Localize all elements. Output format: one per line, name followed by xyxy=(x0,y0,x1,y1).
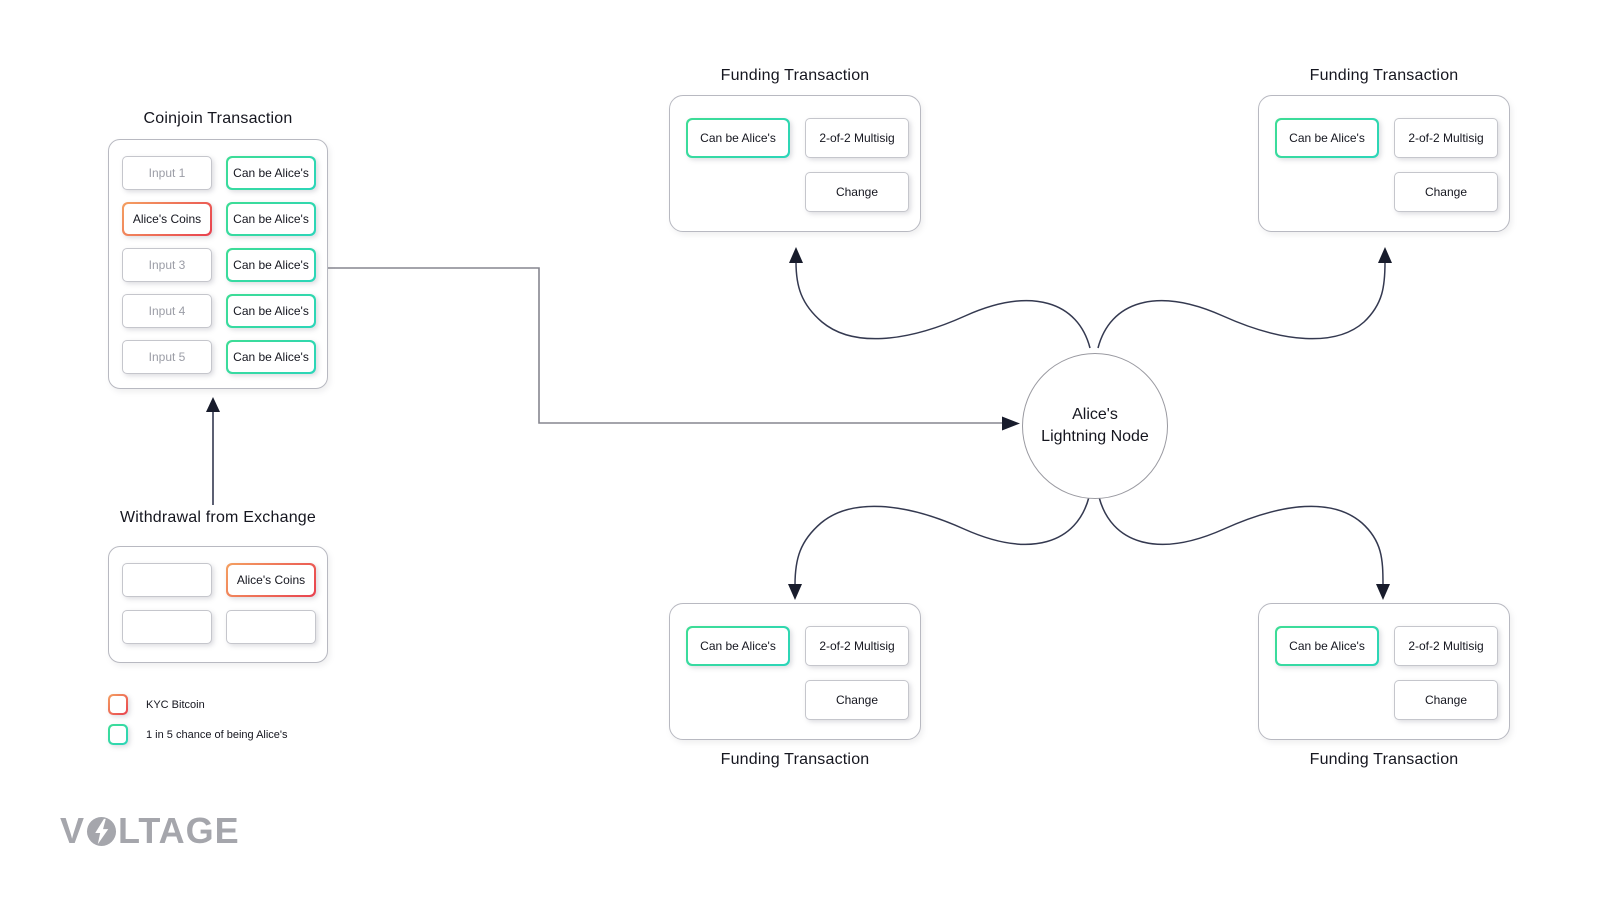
coinjoin-output-2: Can be Alice's xyxy=(226,202,316,236)
funding-bottom-left-panel: Can be Alice's 2-of-2 Multisig Change xyxy=(669,603,921,740)
voltage-logo: V LTAGE xyxy=(60,810,240,852)
arrowhead-right-node xyxy=(1002,416,1020,431)
node-to-funding-bottom-left-curve xyxy=(794,496,1090,586)
funding-tl-change: Change xyxy=(805,172,909,212)
funding-br-can-be-alices: Can be Alice's xyxy=(1275,626,1379,666)
alices-lightning-node: Alice's Lightning Node xyxy=(1022,353,1168,499)
voltage-logo-bolt-icon xyxy=(86,816,117,846)
coinjoin-output-4-label: Can be Alice's xyxy=(227,295,315,327)
coinjoin-input-alices-coins-label: Alice's Coins xyxy=(123,203,211,235)
voltage-logo-rest: LTAGE xyxy=(118,810,240,851)
coinjoin-output-2-label: Can be Alice's xyxy=(227,203,315,235)
coinjoin-output-4: Can be Alice's xyxy=(226,294,316,328)
arrowhead-down-funding-bottom-right xyxy=(1376,584,1390,600)
node-to-funding-bottom-right-curve xyxy=(1098,496,1384,586)
funding-bl-can-be-label: Can be Alice's xyxy=(687,627,789,665)
node-label-line2: Lightning Node xyxy=(1041,428,1149,445)
node-to-funding-top-left-curve xyxy=(795,261,1091,349)
node-to-funding-top-right-curve xyxy=(1097,261,1386,349)
withdrawal-cell-alices-coins: Alice's Coins xyxy=(226,563,316,597)
funding-bl-multisig: 2-of-2 Multisig xyxy=(805,626,909,666)
coinjoin-output-5-label: Can be Alice's xyxy=(227,341,315,373)
funding-top-left-panel: Can be Alice's 2-of-2 Multisig Change xyxy=(669,95,921,232)
coinjoin-title: Coinjoin Transaction xyxy=(143,110,293,127)
coinjoin-input-1: Input 1 xyxy=(122,156,212,190)
funding-bottom-right-panel: Can be Alice's 2-of-2 Multisig Change xyxy=(1258,603,1510,740)
funding-bottom-left-title: Funding Transaction xyxy=(720,751,870,768)
funding-br-multisig: 2-of-2 Multisig xyxy=(1394,626,1498,666)
funding-tr-can-be-alices: Can be Alice's xyxy=(1275,118,1379,158)
coinjoin-to-node-line xyxy=(328,267,1004,424)
funding-top-right-title: Funding Transaction xyxy=(1309,67,1459,84)
coinjoin-input-alices-coins: Alice's Coins xyxy=(122,202,212,236)
funding-bottom-right-title: Funding Transaction xyxy=(1309,751,1459,768)
legend-kyc-swatch xyxy=(108,694,128,715)
funding-tr-can-be-label: Can be Alice's xyxy=(1276,119,1378,157)
arrowhead-down-funding-bottom-left xyxy=(788,584,802,600)
coinjoin-output-3: Can be Alice's xyxy=(226,248,316,282)
funding-bl-can-be-alices: Can be Alice's xyxy=(686,626,790,666)
withdrawal-cell-empty-1 xyxy=(122,563,212,597)
funding-tl-can-be-alices: Can be Alice's xyxy=(686,118,790,158)
withdrawal-title: Withdrawal from Exchange xyxy=(120,509,316,526)
coinjoin-output-3-label: Can be Alice's xyxy=(227,249,315,281)
arrowhead-up-coinjoin xyxy=(206,397,220,412)
funding-bl-change: Change xyxy=(805,680,909,720)
legend-alice-label: 1 in 5 chance of being Alice's xyxy=(146,729,288,741)
funding-br-change: Change xyxy=(1394,680,1498,720)
coinjoin-output-5: Can be Alice's xyxy=(226,340,316,374)
withdrawal-panel: Alice's Coins xyxy=(108,546,328,663)
withdrawal-cell-empty-2 xyxy=(122,610,212,644)
withdrawal-alices-coins-label: Alice's Coins xyxy=(227,564,315,596)
coinjoin-input-4: Input 4 xyxy=(122,294,212,328)
legend-alice-swatch xyxy=(108,724,128,745)
voltage-logo-v: V xyxy=(60,810,86,851)
legend-kyc-label: KYC Bitcoin xyxy=(146,699,205,711)
withdrawal-cell-empty-3 xyxy=(226,610,316,644)
funding-tr-change: Change xyxy=(1394,172,1498,212)
coinjoin-output-1-label: Can be Alice's xyxy=(227,157,315,189)
funding-tl-can-be-label: Can be Alice's xyxy=(687,119,789,157)
funding-br-can-be-label: Can be Alice's xyxy=(1276,627,1378,665)
funding-top-left-title: Funding Transaction xyxy=(720,67,870,84)
arrowhead-up-funding-top-left xyxy=(789,247,803,263)
funding-top-right-panel: Can be Alice's 2-of-2 Multisig Change xyxy=(1258,95,1510,232)
node-label-line1: Alice's xyxy=(1072,406,1118,423)
coinjoin-input-5: Input 5 xyxy=(122,340,212,374)
coinjoin-panel: Input 1 Can be Alice's Alice's Coins Can… xyxy=(108,139,328,389)
funding-tl-multisig: 2-of-2 Multisig xyxy=(805,118,909,158)
arrowhead-up-funding-top-right xyxy=(1378,247,1392,263)
coinjoin-input-3: Input 3 xyxy=(122,248,212,282)
coinjoin-output-1: Can be Alice's xyxy=(226,156,316,190)
funding-tr-multisig: 2-of-2 Multisig xyxy=(1394,118,1498,158)
